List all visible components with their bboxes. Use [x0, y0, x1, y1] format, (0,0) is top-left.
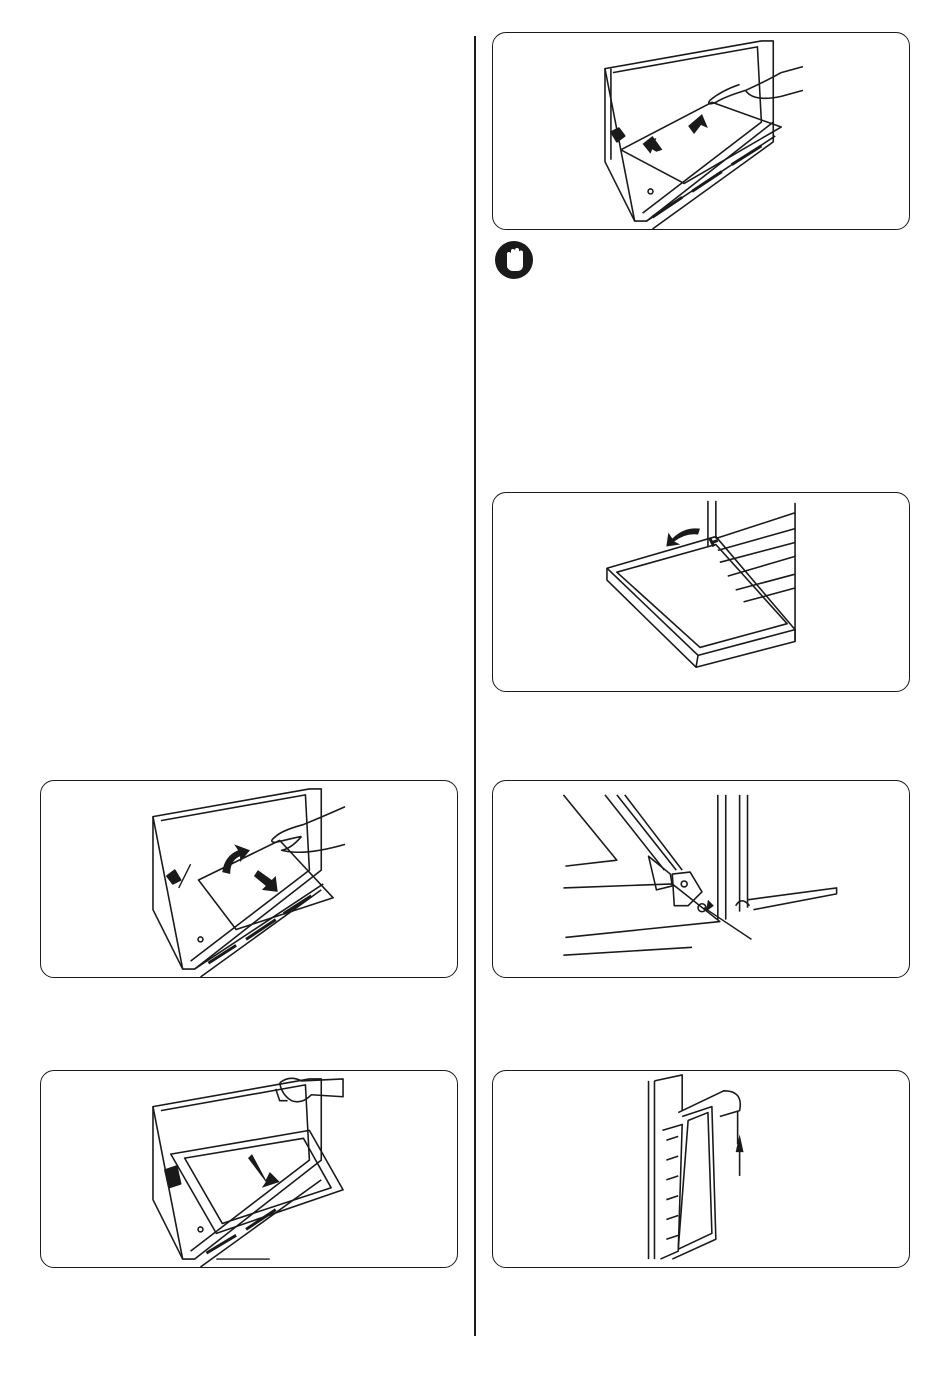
oven-door-open-illustration — [493, 493, 909, 691]
column-divider — [474, 36, 476, 1336]
figure-open-door — [492, 492, 910, 692]
oven-glass-lift-illustration — [493, 33, 909, 229]
figure-remove-glass-lift — [492, 32, 910, 230]
figure-lift-door-off — [492, 1070, 910, 1268]
stop-hand-icon — [494, 240, 534, 280]
glass-slide-illustration — [41, 1071, 457, 1267]
figure-hinge-lock — [492, 780, 910, 978]
glass-pull-illustration — [41, 781, 457, 977]
hinge-detail-illustration — [493, 781, 909, 977]
door-lift-illustration — [493, 1071, 909, 1267]
figure-glass-slide — [40, 1070, 458, 1268]
figure-glass-pull — [40, 780, 458, 978]
